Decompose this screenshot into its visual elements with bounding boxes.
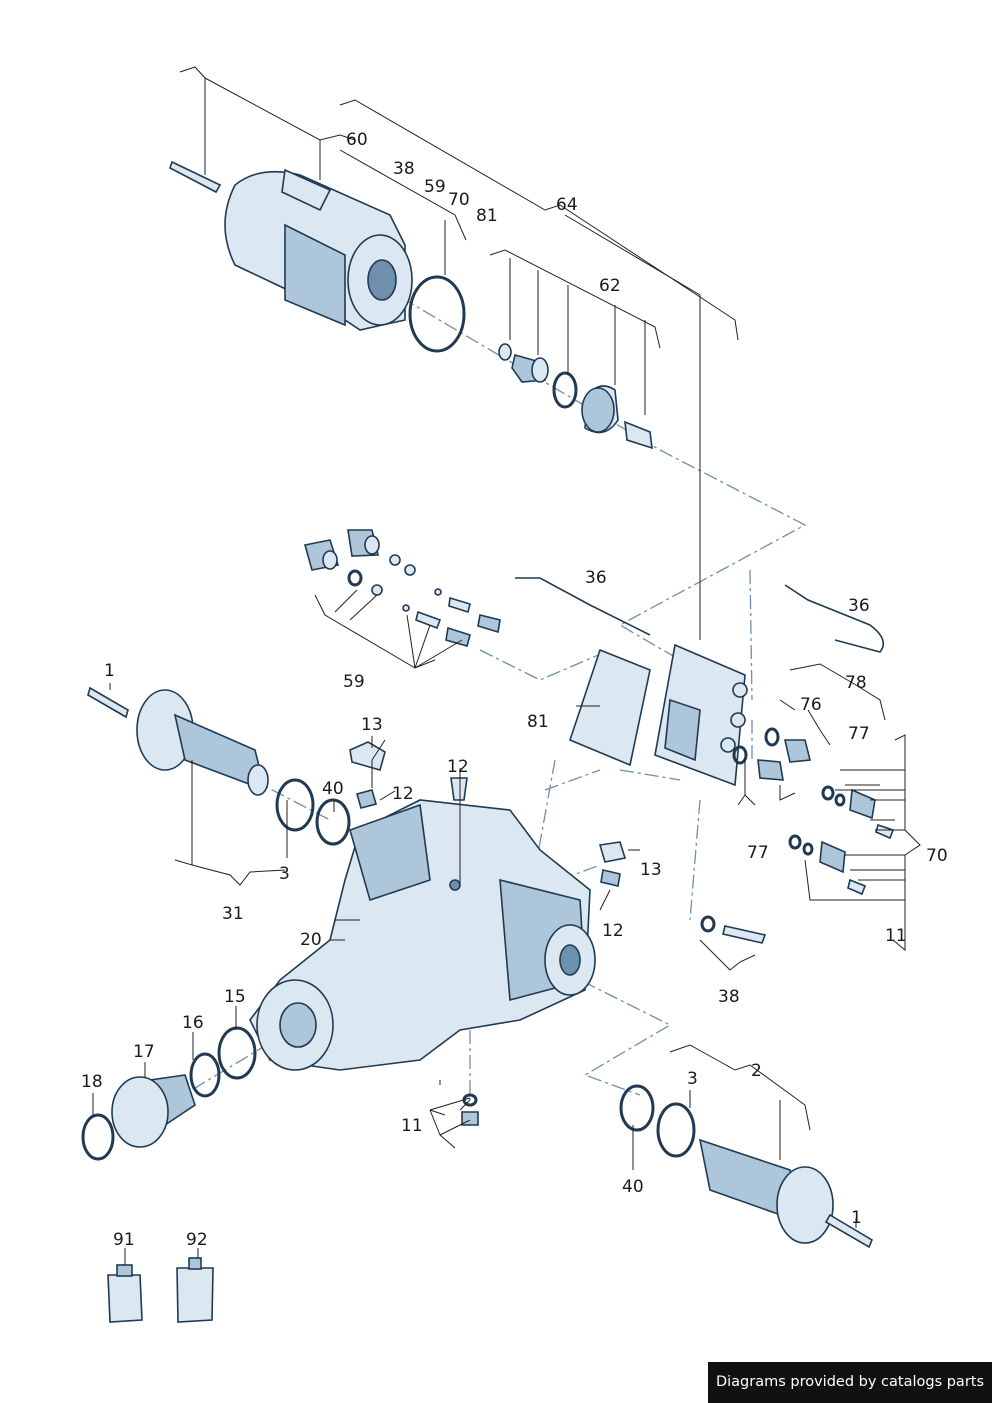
callout-38-mid: 38 [718, 987, 740, 1007]
callout-77-b: 77 [747, 843, 769, 863]
actuator-motor [169, 160, 413, 331]
small-fittings [349, 741, 627, 887]
callout-60: 60 [346, 130, 368, 150]
callout-13-b: 13 [640, 860, 662, 880]
pump-parts-group [498, 343, 653, 450]
callout-2: 2 [751, 1061, 762, 1081]
callout-12-b: 12 [392, 784, 414, 804]
oil-bottle-91 [107, 1264, 143, 1323]
callout-labels: 60 38 59 70 81 64 62 36 36 59 81 78 76 7… [81, 130, 948, 1250]
credit-banner: Diagrams provided by catalogs parts [708, 1362, 992, 1403]
callout-76: 76 [800, 695, 822, 715]
callout-78: 78 [845, 673, 867, 693]
hydraulic-pipe-right [784, 584, 885, 653]
gasket [569, 648, 651, 767]
callout-59-top: 59 [424, 177, 446, 197]
callout-3-left: 3 [279, 864, 290, 884]
ring-16 [189, 1052, 221, 1098]
valve-control-block [654, 643, 748, 787]
callout-11-right: 11 [885, 926, 907, 946]
callout-36-b: 36 [848, 596, 870, 616]
valve-parts-group [303, 529, 501, 647]
callout-11-bottom: 11 [401, 1116, 423, 1136]
plugs-and-sensors [700, 727, 895, 944]
flange-17 [111, 1074, 196, 1148]
callout-16: 16 [182, 1013, 204, 1033]
callout-12-c: 12 [602, 921, 624, 941]
callout-20: 20 [300, 930, 322, 950]
callout-1-left: 1 [104, 661, 115, 681]
hydraulic-pipe-left [515, 577, 651, 636]
leader-lines [92, 66, 921, 1265]
callout-70-top: 70 [448, 190, 470, 210]
callout-77-a: 77 [848, 724, 870, 744]
callout-3-right: 3 [687, 1069, 698, 1089]
callout-17: 17 [133, 1042, 155, 1062]
callout-40-right: 40 [622, 1177, 644, 1197]
callout-59-mid: 59 [343, 672, 365, 692]
seal-15 [217, 1026, 257, 1080]
motor-o-ring [408, 275, 466, 353]
shim-ring-left [275, 778, 315, 832]
callout-12-a: 12 [447, 757, 469, 777]
oil-can-92 [176, 1257, 214, 1323]
callout-40-left: 40 [322, 779, 344, 799]
callout-64: 64 [556, 195, 578, 215]
callout-62: 62 [599, 276, 621, 296]
callout-81-top: 81 [476, 206, 498, 226]
callout-18: 18 [81, 1072, 103, 1092]
callout-31: 31 [222, 904, 244, 924]
flange-shaft-right [698, 1138, 874, 1249]
callout-70-right: 70 [926, 846, 948, 866]
shim-ring-right [656, 1102, 696, 1158]
callout-13-a: 13 [361, 715, 383, 735]
seal-ring-left [315, 798, 351, 846]
circlip-18 [81, 1113, 115, 1161]
callout-91: 91 [113, 1230, 135, 1250]
callout-81-mid: 81 [527, 712, 549, 732]
callout-15: 15 [224, 987, 246, 1007]
callout-1-right: 1 [851, 1208, 862, 1228]
callout-38-top: 38 [393, 159, 415, 179]
callout-92: 92 [186, 1230, 208, 1250]
flange-shaft-left [87, 686, 269, 796]
differential-housing [249, 799, 596, 1071]
callout-36-a: 36 [585, 568, 607, 588]
seal-ring-right [619, 1084, 655, 1132]
